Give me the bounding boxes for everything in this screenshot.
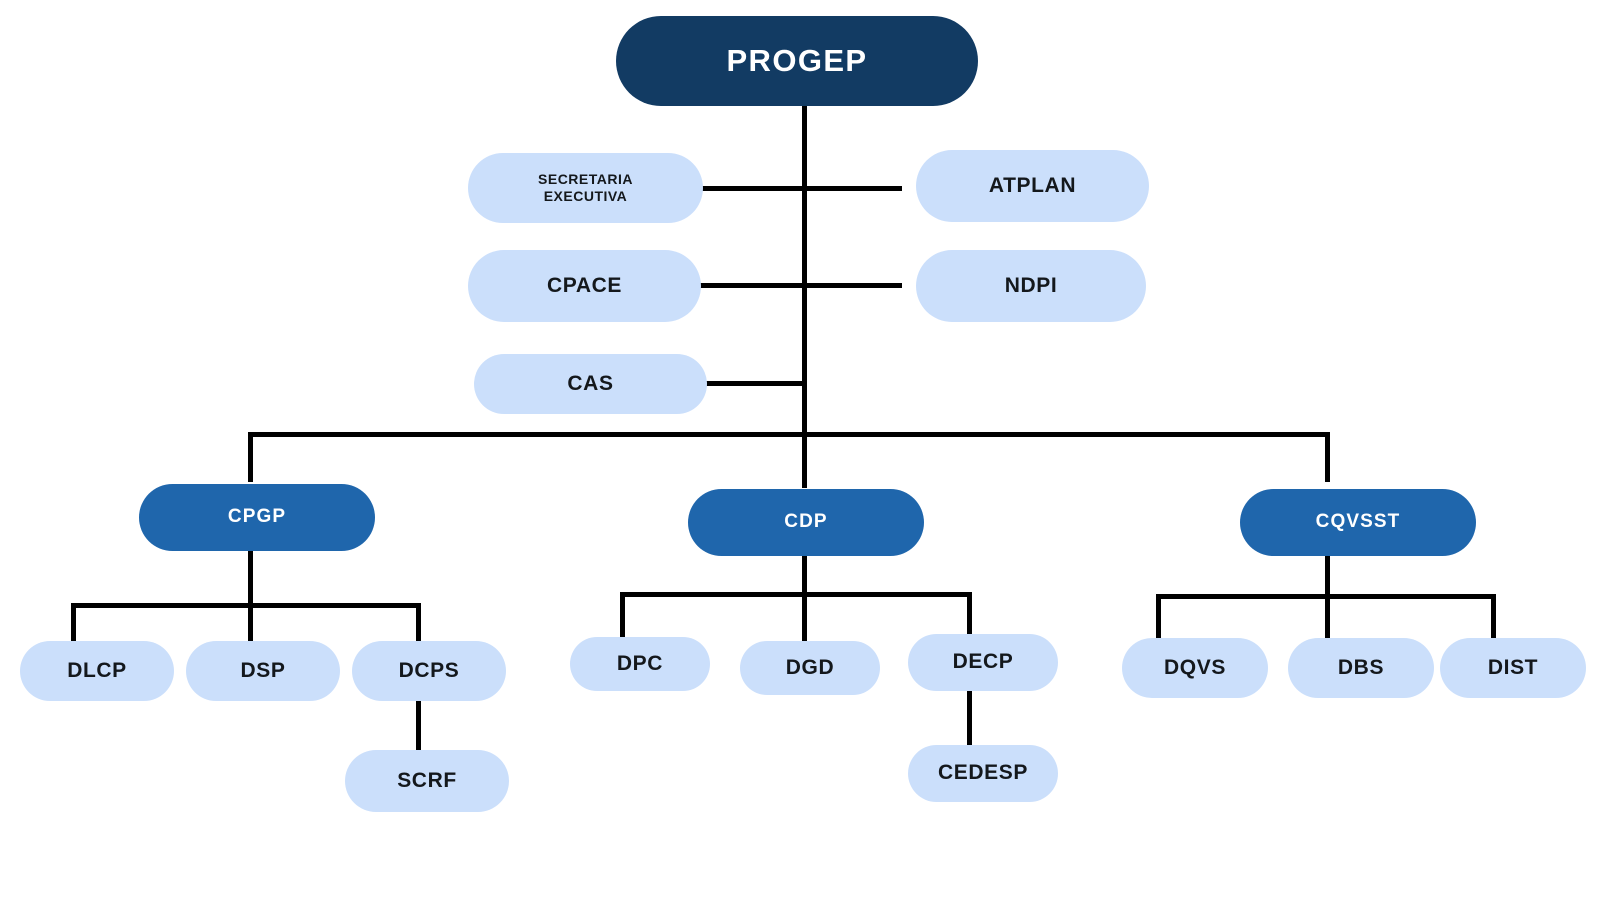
connector-drop-cdp: [802, 432, 807, 488]
node-dsp[interactable]: DSP: [186, 641, 340, 701]
connector-trunk-vertical: [802, 105, 807, 435]
connector-cpgp-drop-dsp: [248, 603, 253, 643]
node-ndpi[interactable]: NDPI: [916, 250, 1146, 322]
connector-department-bus: [248, 432, 1330, 437]
node-cqvsst[interactable]: CQVSST: [1240, 489, 1476, 556]
node-secretaria-executiva[interactable]: SECRETARIA EXECUTIVA: [468, 153, 703, 223]
node-scrf[interactable]: SCRF: [345, 750, 509, 812]
node-label-scrf: SCRF: [397, 768, 457, 792]
node-label-dpc: DPC: [616, 651, 664, 675]
node-label-dsp: DSP: [240, 658, 286, 682]
node-label-dcps: DCPS: [398, 658, 460, 682]
node-label-dgd: DGD: [785, 655, 835, 679]
node-dqvs[interactable]: DQVS: [1122, 638, 1268, 698]
connector-drop-cqvsst: [1325, 432, 1330, 482]
connector-staff-row-1: [690, 186, 902, 191]
node-dbs[interactable]: DBS: [1288, 638, 1434, 698]
connector-cdp-bus: [620, 592, 972, 597]
node-dlcp[interactable]: DLCP: [20, 641, 174, 701]
connector-drop-cpgp: [248, 432, 253, 482]
node-label-dist: DIST: [1487, 655, 1539, 679]
node-label-dlcp: DLCP: [67, 658, 127, 682]
connector-cqvsst-drop-dbs: [1325, 594, 1330, 638]
node-atplan[interactable]: ATPLAN: [916, 150, 1149, 222]
connector-cdp-drop-decp: [967, 592, 972, 635]
node-dpc[interactable]: DPC: [570, 637, 710, 691]
node-label-cedesp: CEDESP: [938, 761, 1028, 785]
node-label-cpgp: CPGP: [227, 506, 287, 528]
node-cdp[interactable]: CDP: [688, 489, 924, 556]
connector-cqvsst-drop-dqvs: [1156, 594, 1161, 638]
node-cas[interactable]: CAS: [474, 354, 707, 414]
connector-dcps-to-scrf: [416, 690, 421, 750]
node-label-cqvsst: CQVSST: [1315, 511, 1401, 533]
node-dgd[interactable]: DGD: [740, 641, 880, 695]
node-progep[interactable]: PROGEP: [616, 16, 978, 106]
connector-cdp-stem: [802, 553, 807, 611]
connector-cpgp-stem: [248, 548, 253, 606]
node-dist[interactable]: DIST: [1440, 638, 1586, 698]
connector-decp-to-cedesp: [967, 688, 972, 745]
node-cedesp[interactable]: CEDESP: [908, 745, 1058, 802]
node-cpgp[interactable]: CPGP: [139, 484, 375, 551]
connector-cqvsst-stem: [1325, 553, 1330, 611]
node-label-atplan: ATPLAN: [988, 173, 1077, 197]
node-label-progep: PROGEP: [726, 42, 868, 78]
connector-staff-row-2: [690, 283, 902, 288]
node-label-dbs: DBS: [1337, 655, 1385, 679]
node-label-cpace: CPACE: [547, 273, 622, 297]
connector-cdp-drop-dpc: [620, 592, 625, 638]
node-label-cdp: CDP: [784, 511, 828, 533]
connector-cqvsst-drop-dist: [1491, 594, 1496, 638]
node-cpace[interactable]: CPACE: [468, 250, 701, 322]
connector-cpgp-drop-dcps: [416, 603, 421, 643]
connector-cpgp-bus: [71, 603, 421, 608]
connector-cpgp-drop-dlcp: [71, 603, 76, 643]
node-dcps[interactable]: DCPS: [352, 641, 506, 701]
node-label-dqvs: DQVS: [1164, 655, 1226, 679]
node-decp[interactable]: DECP: [908, 634, 1058, 691]
node-label-secretaria-executiva: SECRETARIA EXECUTIVA: [538, 171, 633, 204]
connector-cdp-drop-dgd: [802, 592, 807, 642]
node-label-ndpi: NDPI: [1004, 273, 1058, 297]
node-label-decp: DECP: [952, 650, 1014, 674]
node-label-cas: CAS: [567, 371, 614, 395]
connector-staff-row-3: [696, 381, 806, 386]
